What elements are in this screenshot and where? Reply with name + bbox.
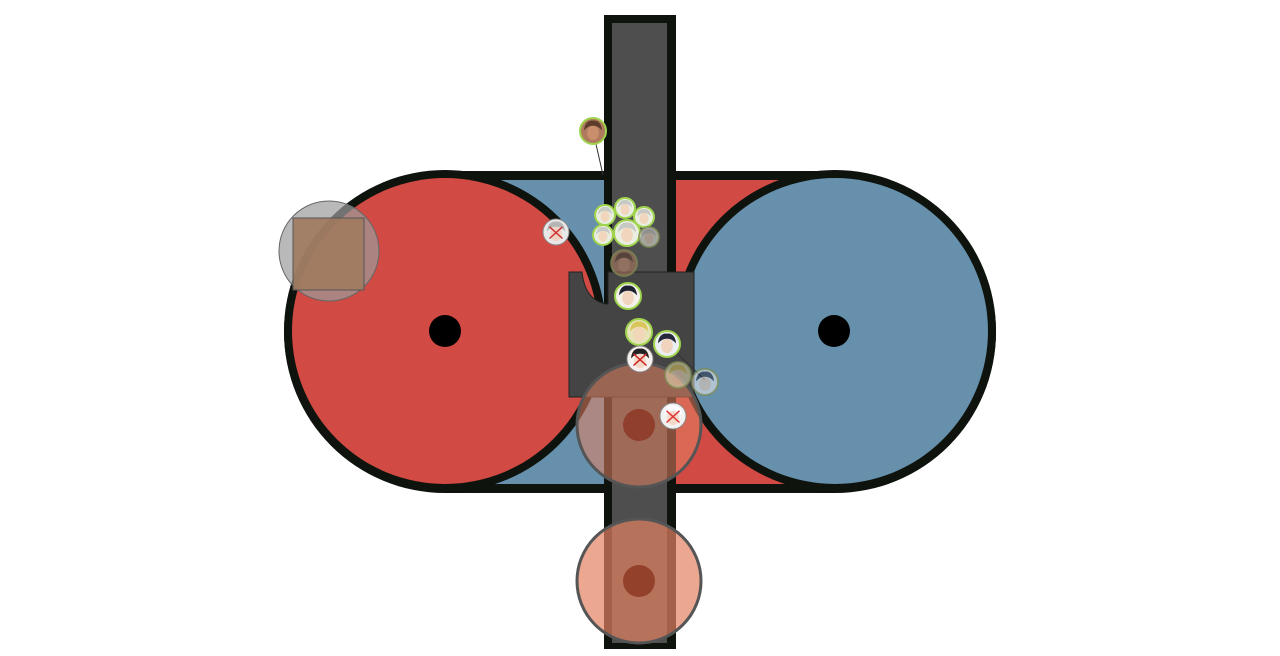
token-ring bbox=[626, 345, 654, 373]
token-silver-hair-3[interactable] bbox=[633, 206, 655, 228]
silver-hair-portrait bbox=[639, 227, 659, 247]
silver-hair-portrait bbox=[634, 207, 654, 227]
silver-hair-portrait bbox=[614, 220, 640, 246]
token-silver-hair-2[interactable] bbox=[614, 197, 636, 219]
token-ring bbox=[610, 249, 638, 277]
elder-portrait bbox=[580, 118, 606, 144]
token-ring bbox=[614, 197, 636, 219]
silver-hair-portrait bbox=[595, 205, 615, 225]
token-dark-hair-ninja[interactable] bbox=[614, 282, 642, 310]
token-silver-hair-1[interactable] bbox=[594, 204, 616, 226]
token-ring bbox=[653, 330, 681, 358]
token-ring bbox=[659, 402, 687, 430]
token-headband-ninja[interactable] bbox=[653, 330, 681, 358]
token-masked-ninja[interactable] bbox=[542, 218, 570, 246]
token-red-eye-ninja[interactable] bbox=[626, 345, 654, 373]
silver-hair-portrait bbox=[615, 198, 635, 218]
unit-tokens bbox=[542, 117, 719, 430]
token-headband-ninja-faded[interactable] bbox=[691, 368, 719, 396]
dark-hair-portrait bbox=[615, 283, 641, 309]
white-hair-portrait bbox=[660, 403, 686, 429]
ward-marker[interactable] bbox=[278, 200, 380, 302]
token-blonde-ninja[interactable] bbox=[625, 318, 653, 346]
masked-ninja-portrait bbox=[543, 219, 569, 245]
token-ring bbox=[691, 368, 719, 396]
token-silver-hair-4[interactable] bbox=[592, 224, 614, 246]
zone-upper-core bbox=[623, 409, 655, 441]
token-white-hair-ninja[interactable] bbox=[659, 402, 687, 430]
token-ring bbox=[638, 226, 660, 248]
blonde-portrait bbox=[665, 362, 691, 388]
token-ring bbox=[633, 206, 655, 228]
token-ring bbox=[625, 318, 653, 346]
token-ring bbox=[542, 218, 570, 246]
headband-portrait bbox=[692, 369, 718, 395]
token-silver-hair-faded[interactable] bbox=[638, 226, 660, 248]
objective-zone-lower[interactable] bbox=[575, 517, 703, 645]
token-ring bbox=[664, 361, 692, 389]
silver-hair-portrait bbox=[593, 225, 613, 245]
zone-lower-core bbox=[623, 565, 655, 597]
token-blonde-ninja-faded[interactable] bbox=[664, 361, 692, 389]
token-ring bbox=[614, 282, 642, 310]
red-eye-portrait bbox=[627, 346, 653, 372]
token-silver-hair-5[interactable] bbox=[613, 219, 641, 247]
token-elder-shinobi-upper[interactable] bbox=[579, 117, 607, 145]
blue-spawn-point[interactable] bbox=[818, 315, 850, 347]
red-spawn-point[interactable] bbox=[429, 315, 461, 347]
token-ring bbox=[579, 117, 607, 145]
headband-portrait bbox=[654, 331, 680, 357]
elder-portrait bbox=[611, 250, 637, 276]
token-elder-shinobi-faded[interactable] bbox=[610, 249, 638, 277]
token-ring bbox=[592, 224, 614, 246]
ward-square bbox=[292, 217, 365, 291]
blonde-portrait bbox=[626, 319, 652, 345]
